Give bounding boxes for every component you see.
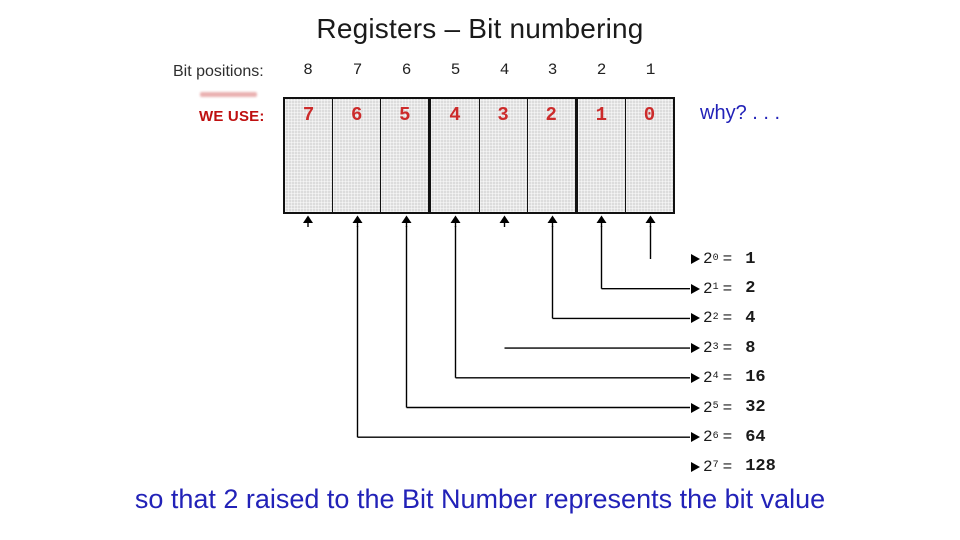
- up-arrow-icon: [645, 215, 656, 223]
- we-use-label: WE USE:: [199, 108, 265, 125]
- right-arrow-icon: [691, 313, 700, 324]
- equals-sign: =: [722, 398, 733, 417]
- power-base: 2: [703, 309, 713, 328]
- bit-position-number: 7: [352, 61, 363, 79]
- power-exponent: 7: [712, 460, 719, 472]
- cell-bit-number: 3: [497, 104, 509, 126]
- red-highlight-mark: [200, 92, 257, 97]
- equals-sign: =: [722, 309, 733, 328]
- register-cell: 3: [478, 99, 527, 212]
- up-arrow-icon: [547, 215, 558, 223]
- bit-position-number: 4: [499, 61, 510, 79]
- power-base: 2: [703, 368, 713, 387]
- right-arrow-icon: [691, 432, 700, 443]
- register-cell: 7: [285, 99, 333, 212]
- register-cell: 6: [332, 99, 381, 212]
- up-arrow-icon: [401, 215, 412, 223]
- power-base: 2: [703, 457, 713, 476]
- register-cell: 2: [526, 99, 575, 212]
- cell-bit-number: 7: [302, 104, 315, 126]
- power-exponent: 6: [712, 430, 719, 442]
- power-base: 2: [703, 279, 713, 298]
- power-value: 1: [745, 249, 756, 269]
- slide-title: Registers – Bit numbering: [316, 13, 644, 44]
- bit-position-number: 6: [401, 61, 412, 79]
- power-base: 2: [703, 339, 713, 358]
- cell-bit-number: 1: [595, 104, 608, 126]
- power-base: 2: [703, 428, 713, 447]
- power-base: 2: [703, 250, 713, 268]
- power-base: 2: [703, 398, 713, 417]
- right-arrow-icon: [691, 461, 700, 472]
- up-arrow-icon: [596, 215, 607, 223]
- equals-sign: =: [722, 457, 733, 476]
- power-exponent: 0: [712, 252, 719, 264]
- up-arrow-icon: [499, 215, 510, 223]
- right-arrow-icon: [691, 372, 700, 383]
- up-arrow-icon: [352, 215, 363, 223]
- power-value: 32: [745, 398, 766, 417]
- power-exponent: 4: [712, 371, 719, 383]
- power-exponent: 5: [712, 401, 719, 412]
- cell-bit-number: 6: [350, 104, 363, 126]
- right-arrow-icon: [691, 283, 700, 294]
- register-cell: 5: [380, 99, 429, 212]
- up-arrow-icon: [303, 215, 313, 223]
- power-value: 4: [745, 308, 756, 328]
- bit-position-number: 1: [645, 61, 656, 79]
- power-value: 2: [745, 279, 756, 299]
- equals-sign: =: [722, 279, 733, 298]
- bottom-caption: so that 2 raised to the Bit Number repre…: [134, 484, 826, 514]
- cell-bit-number: 4: [449, 104, 461, 126]
- register-cell: 1: [574, 99, 625, 212]
- power-exponent: 1: [712, 282, 719, 294]
- power-exponent: 2: [712, 311, 719, 323]
- cell-bit-number: 2: [545, 104, 557, 126]
- equals-sign: =: [722, 250, 733, 268]
- bit-positions-label: Bit positions:: [173, 63, 264, 80]
- bit-position-number: 5: [450, 61, 461, 79]
- up-arrow-icon: [450, 215, 461, 223]
- register-cell: 4: [428, 99, 479, 212]
- cell-bit-number: 0: [643, 104, 656, 126]
- power-value: 128: [745, 457, 776, 477]
- why-text: why? . . .: [700, 102, 781, 124]
- equals-sign: =: [722, 339, 733, 358]
- power-value: 16: [745, 368, 766, 388]
- equals-sign: =: [722, 428, 733, 447]
- register-cells: 7 6 5 4 3 2 1 0: [283, 97, 675, 214]
- power-value: 64: [745, 427, 766, 447]
- right-arrow-icon: [691, 343, 700, 354]
- power-exponent: 3: [712, 341, 719, 353]
- power-value: 8: [745, 338, 756, 358]
- register-cell: 0: [624, 99, 673, 212]
- right-arrow-icon: [691, 254, 700, 264]
- cell-bit-number: 5: [399, 104, 411, 126]
- equals-sign: =: [722, 368, 733, 387]
- bit-position-number: 3: [547, 61, 558, 79]
- right-arrow-icon: [691, 402, 700, 413]
- bit-position-number: 8: [303, 61, 313, 79]
- bit-position-number: 2: [596, 61, 607, 79]
